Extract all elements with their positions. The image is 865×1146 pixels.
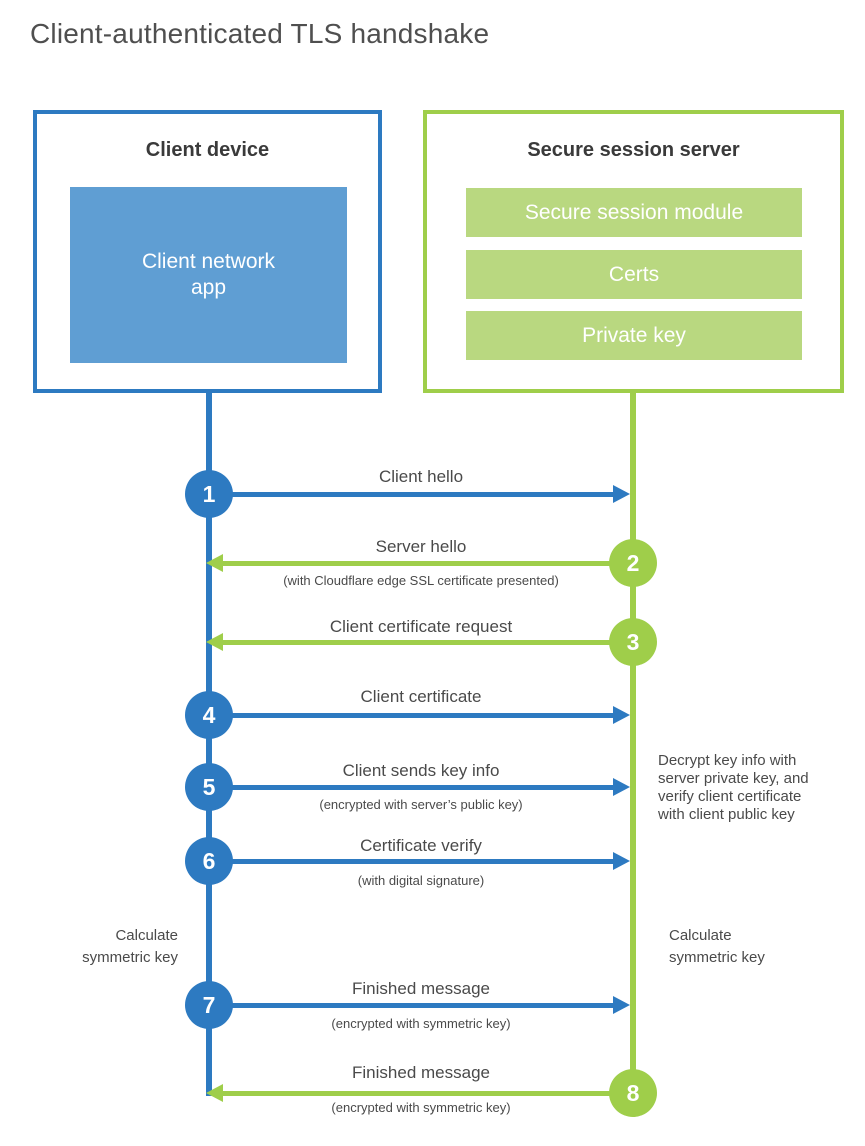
- step-2-arrow: [206, 554, 633, 572]
- page-title: Client-authenticated TLS handshake: [30, 18, 490, 49]
- step-1-number: 1: [202, 480, 216, 507]
- private-key-bar: Private key: [466, 311, 802, 360]
- step-6-arrow-shaft: [212, 859, 616, 864]
- calc-left-line2: symmetric key: [82, 949, 178, 966]
- step-5-number: 5: [202, 773, 216, 800]
- step-1-arrowhead-icon: [613, 485, 630, 503]
- step-4-arrowhead-icon: [613, 706, 630, 724]
- calculate-symmetric-key-note-client: Calculate symmetric key: [28, 925, 178, 969]
- step-7-arrow-shaft: [212, 1003, 616, 1008]
- step-6-number: 6: [202, 847, 216, 874]
- step-5-arrow-shaft: [212, 785, 616, 790]
- step-1-marker: 1: [185, 470, 233, 518]
- step-4-marker: 4: [185, 691, 233, 739]
- step-2-sublabel: (with Cloudflare edge SSL certificate pr…: [283, 573, 559, 588]
- step-5-sublabel: (encrypted with server’s public key): [319, 797, 523, 812]
- decrypt-note-line3: verify client certificate: [658, 788, 802, 805]
- step-3-arrowhead-icon: [206, 633, 223, 651]
- step-7-arrow: [212, 996, 630, 1014]
- step-8-number: 8: [626, 1079, 640, 1106]
- client-lifeline: [206, 392, 212, 1096]
- client-network-app-label-line1: Client network: [141, 249, 276, 273]
- client-network-app-label-line2: app: [190, 276, 227, 299]
- step-8-arrow: [206, 1084, 633, 1102]
- step-3-arrow: [206, 633, 633, 651]
- secure-session-server-box: Secure session server Secure session mod…: [423, 110, 844, 393]
- step-5-arrow: [212, 778, 630, 796]
- decrypt-note-line1: Decrypt key info with: [658, 752, 797, 769]
- step-6-arrowhead-icon: [613, 852, 630, 870]
- step-7-arrowhead-icon: [613, 996, 630, 1014]
- step-4-arrow-shaft: [212, 713, 616, 718]
- step-6-label: Certificate verify: [360, 836, 482, 855]
- step-2-label: Server hello: [375, 537, 467, 556]
- step-8-marker: 8: [609, 1069, 657, 1117]
- step-8-arrow-shaft: [220, 1091, 633, 1096]
- step-2-number: 2: [626, 549, 640, 576]
- server-lifeline: [630, 392, 636, 1093]
- step-3-label: Client certificate request: [329, 617, 513, 636]
- step-8-label: Finished message: [352, 1063, 490, 1082]
- step-4-arrow: [212, 706, 630, 724]
- step-8-sublabel: (encrypted with symmetric key): [331, 1100, 511, 1115]
- step-5-label: Client sends key info: [342, 761, 500, 780]
- step-7-number: 7: [202, 991, 216, 1018]
- calculate-symmetric-key-note-server: Calculate symmetric key: [669, 925, 819, 969]
- step-1-arrow: [212, 485, 630, 503]
- calc-right-line2: symmetric key: [669, 949, 765, 966]
- client-network-app-label: Client network app: [142, 249, 275, 302]
- step-7-label: Finished message: [352, 979, 490, 998]
- step-7-marker: 7: [185, 981, 233, 1029]
- step-2-arrow-shaft: [220, 561, 633, 566]
- step-3-arrow-shaft: [220, 640, 633, 645]
- step-5-marker: 5: [185, 763, 233, 811]
- client-device-title: Client device: [145, 139, 270, 161]
- step-6-marker: 6: [185, 837, 233, 885]
- decrypt-note-line4: with client public key: [658, 806, 795, 823]
- decrypt-key-info-note: Decrypt key info with server private key…: [658, 752, 848, 824]
- step-2-marker: 2: [609, 539, 657, 587]
- step-8-arrowhead-icon: [206, 1084, 223, 1102]
- step-3-number: 3: [626, 628, 640, 655]
- client-device-box: Client device Client network app: [33, 110, 382, 393]
- client-network-app-box: Client network app: [70, 187, 347, 363]
- step-3-marker: 3: [609, 618, 657, 666]
- step-1-arrow-shaft: [212, 492, 616, 497]
- step-1-label: Client hello: [378, 467, 464, 486]
- calc-left-line1: Calculate: [115, 927, 178, 944]
- secure-session-server-title: Secure session server: [527, 139, 740, 161]
- step-4-label: Client certificate: [360, 687, 482, 706]
- certs-bar: Certs: [466, 250, 802, 299]
- step-7-sublabel: (encrypted with symmetric key): [331, 1016, 511, 1031]
- decrypt-note-line2: server private key, and: [658, 770, 809, 787]
- step-5-arrowhead-icon: [613, 778, 630, 796]
- step-2-arrowhead-icon: [206, 554, 223, 572]
- step-6-arrow: [212, 852, 630, 870]
- calc-right-line1: Calculate: [669, 927, 732, 944]
- secure-session-module-bar: Secure session module: [466, 188, 802, 237]
- step-6-sublabel: (with digital signature): [357, 873, 485, 888]
- step-4-number: 4: [202, 701, 216, 728]
